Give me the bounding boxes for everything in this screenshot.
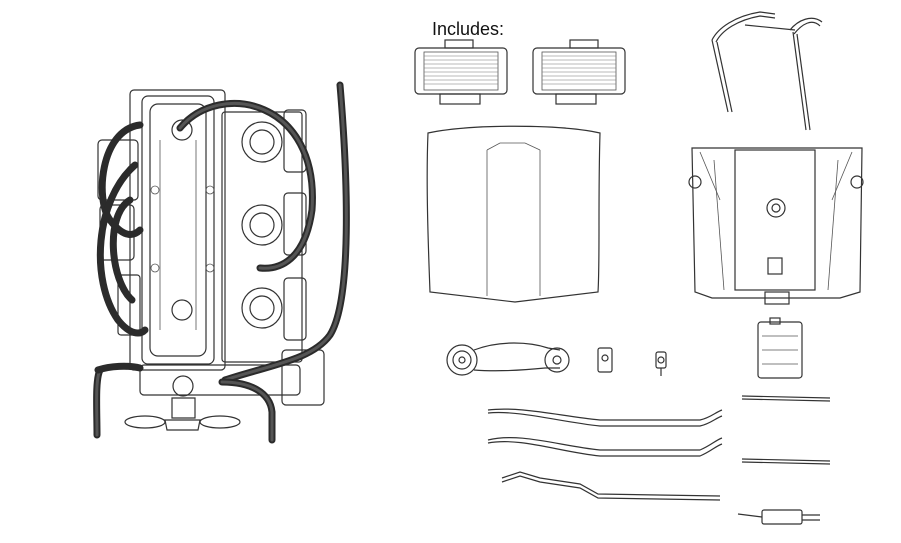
radiator-right-illustration <box>532 39 626 105</box>
chassis-illustration <box>688 147 864 305</box>
short-rod-1-illustration <box>741 395 831 402</box>
bracket-small-2-illustration <box>655 351 667 376</box>
bracket-small-1-illustration <box>597 347 613 373</box>
includes-caption: Includes: <box>432 19 505 39</box>
carburetor-2-illustration <box>241 192 307 256</box>
linkage-rod-1-illustration <box>487 408 723 427</box>
carburetor-1-illustration <box>241 109 307 173</box>
radiator-left-illustration <box>414 39 508 105</box>
carburetor-3-illustration <box>241 277 307 341</box>
linkage-rod-2-illustration <box>487 437 723 457</box>
engine-cover-illustration <box>426 125 601 303</box>
linkage-rod-3-illustration <box>501 471 721 501</box>
fuel-tank-illustration <box>757 317 803 379</box>
steering-arm-illustration <box>446 342 570 376</box>
servo-illustration <box>737 509 820 525</box>
short-rod-2-illustration <box>741 458 831 465</box>
roll-bar-illustration <box>711 11 823 131</box>
engine-assembly-illustration <box>93 81 350 444</box>
